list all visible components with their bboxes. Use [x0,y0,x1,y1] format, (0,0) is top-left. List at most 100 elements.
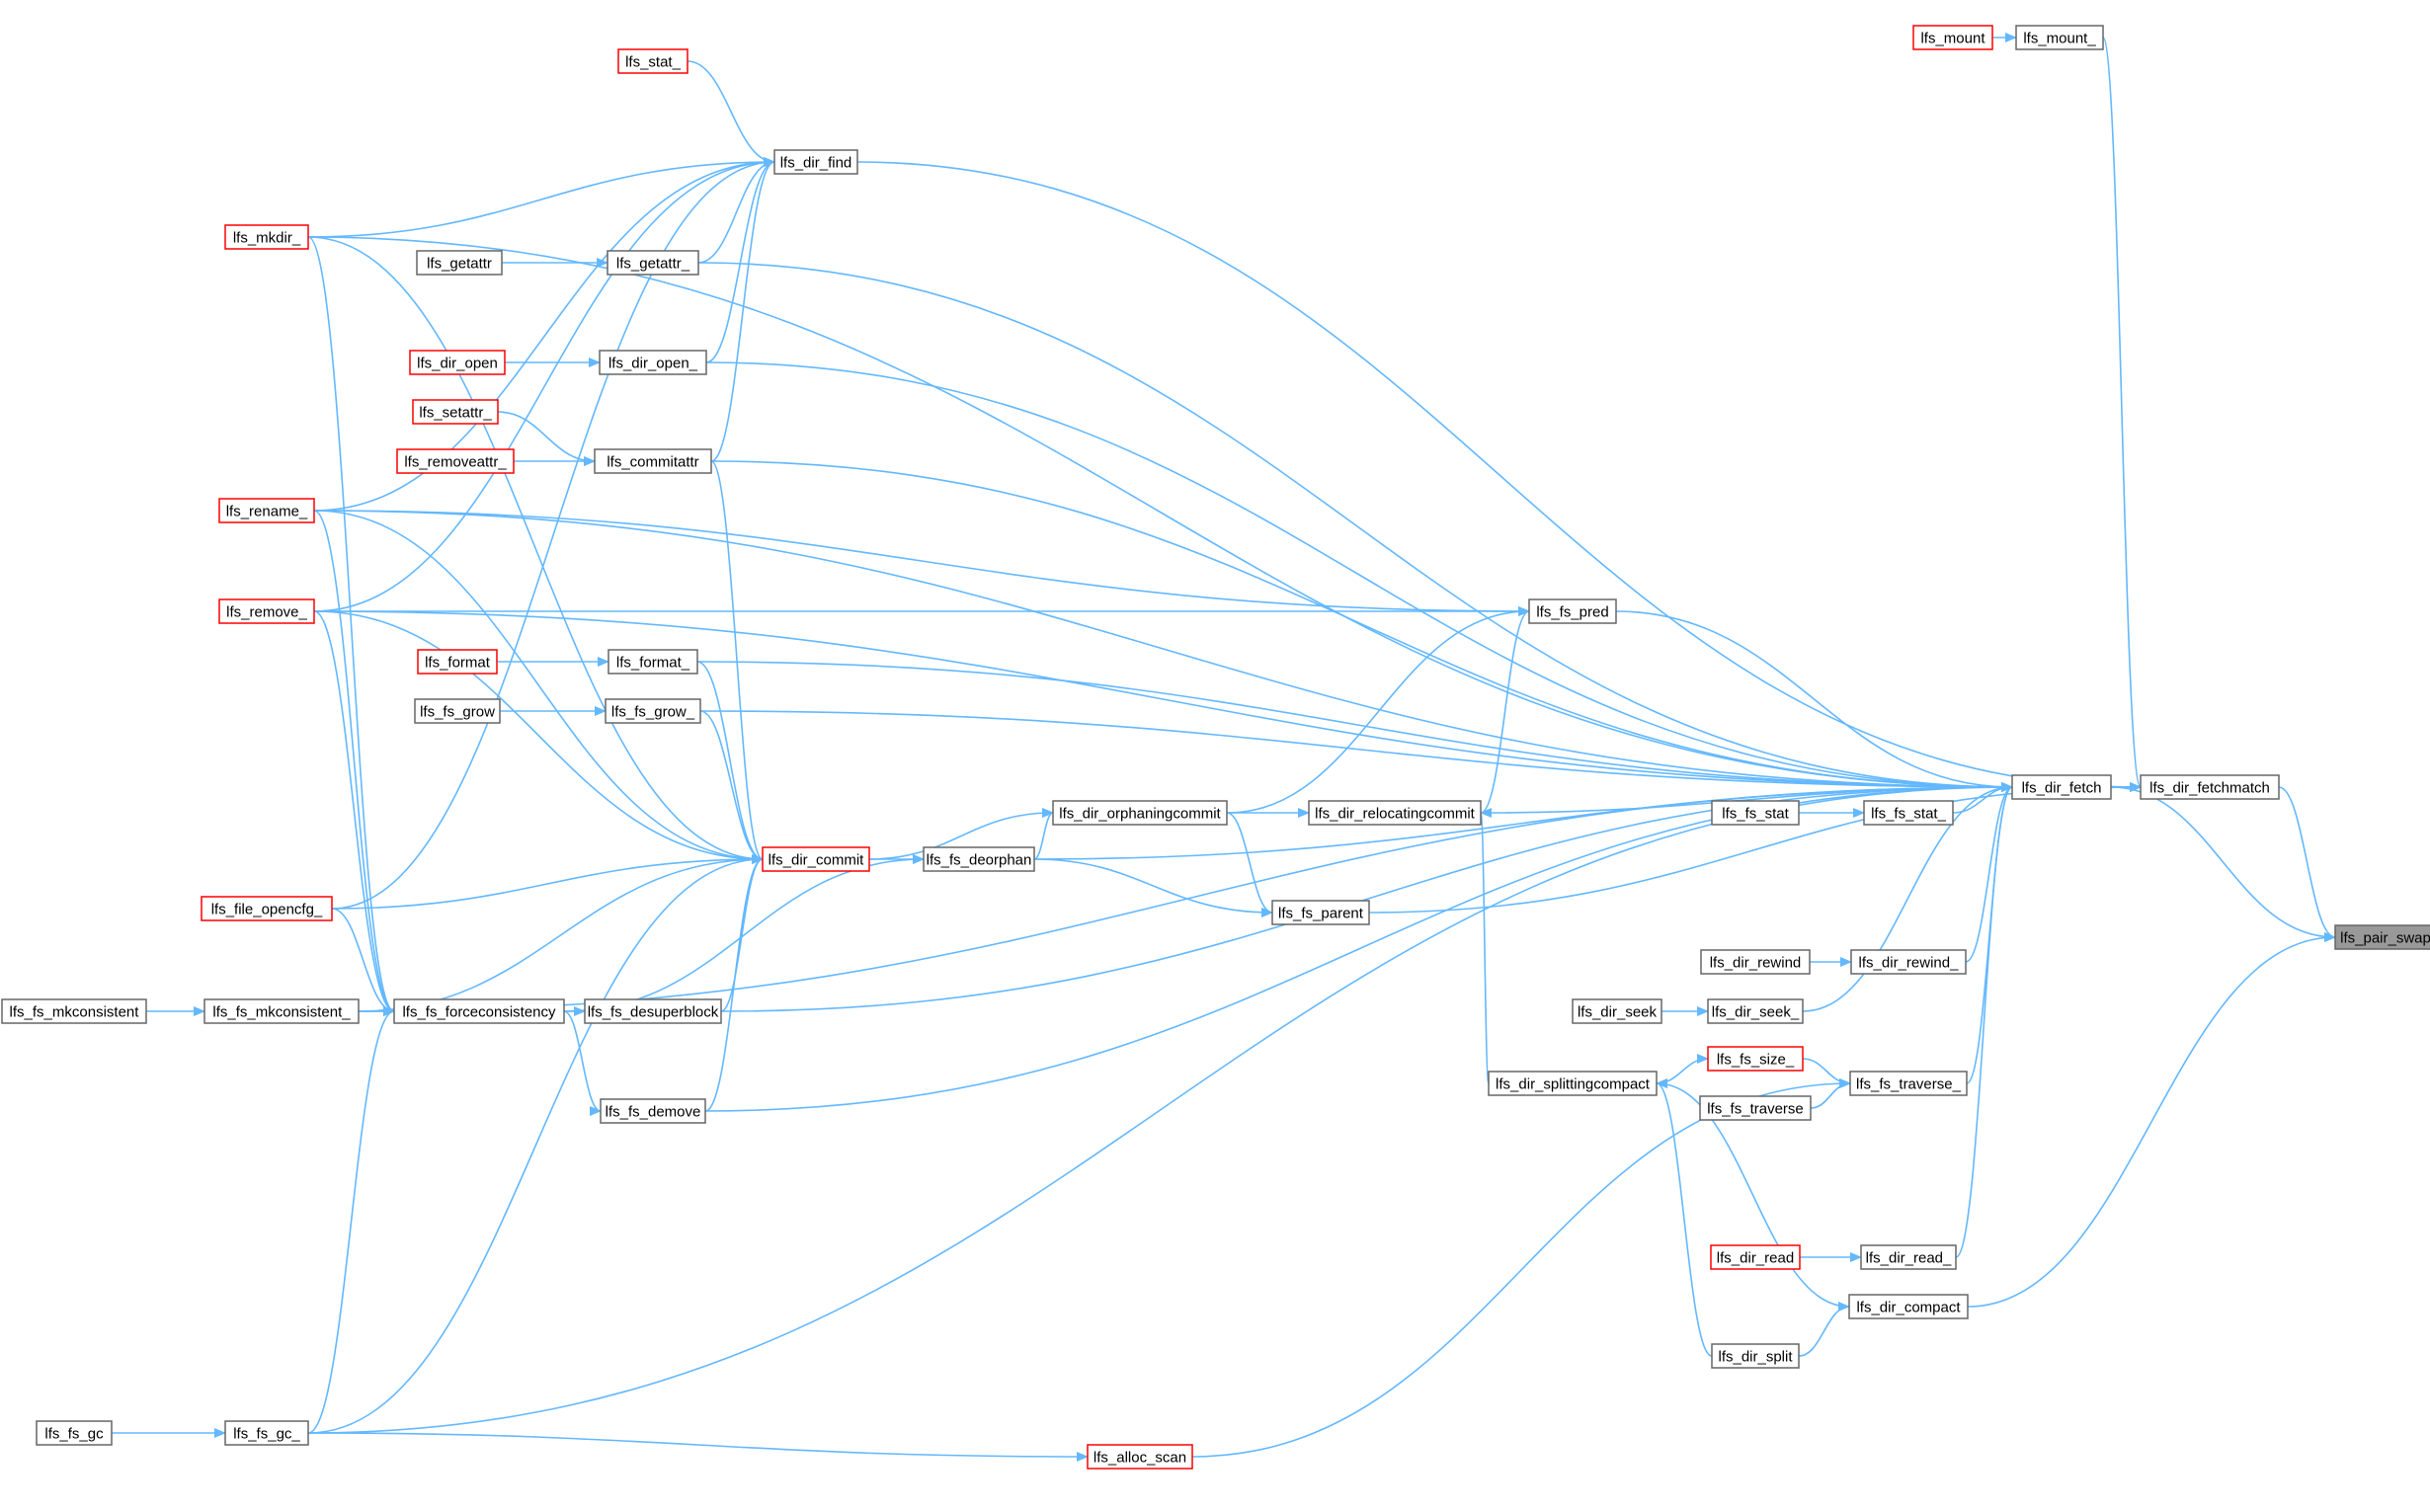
node-lfs-mount-[interactable]: lfs_mount_ [2015,25,2104,50]
node-label: lfs_fs_grow_ [611,704,695,721]
node-label: lfs_remove_ [226,604,307,621]
node-lfs-dir-find[interactable]: lfs_dir_find [773,149,858,175]
node-box [416,250,503,276]
node-lfs-mount[interactable]: lfs_mount [1912,25,1993,50]
node-lfs-commitattr[interactable]: lfs_commitattr [594,448,712,474]
node-lfs-dir-split[interactable]: lfs_dir_split [1711,1343,1800,1369]
edge-lfs_fs_gc_-to-lfs_fs_forceconsistency [307,1006,395,1434]
node-lfs-dir-open-[interactable]: lfs_dir_open_ [599,350,707,375]
node-label: lfs_fs_parent [1278,906,1364,922]
node-lfs-fs-demove[interactable]: lfs_fs_demove [600,1098,706,1124]
node-lfs-dir-relocatingcommit[interactable]: lfs_dir_relocatingcommit [1308,800,1482,826]
node-lfs-pair-swap[interactable]: lfs_pair_swap [2334,924,2430,950]
node-lfs-fs-size-[interactable]: lfs_fs_size_ [1707,1046,1804,1072]
node-lfs-fs-pred[interactable]: lfs_fs_pred [1528,598,1617,624]
node-lfs-fs-deorphan[interactable]: lfs_fs_deorphan [923,846,1035,872]
edge-lfs_mkdir_-to-lfs_dir_commit [307,236,764,864]
node-label: lfs_dir_orphaningcommit [1059,806,1221,823]
node-lfs-fs-stat-[interactable]: lfs_fs_stat_ [1863,800,1954,826]
edge-lfs_rename_-to-lfs_dir_find [313,157,775,512]
node-label: lfs_mount_ [2023,31,2096,47]
node-label: lfs_file_opencfg_ [211,902,323,918]
node-box [594,448,712,474]
node-label: lfs_fs_pred [1536,604,1608,621]
node-lfs-dir-splittingcompact[interactable]: lfs_dir_splittingcompact [1488,1071,1658,1096]
node-lfs-fs-traverse-[interactable]: lfs_fs_traverse_ [1849,1071,1968,1096]
edge-lfs_dir_find-to-lfs_dir_fetchmatch [856,161,2142,792]
node-lfs-stat-[interactable]: lfs_stat_ [617,48,688,74]
node-label: lfs_setattr_ [419,405,492,422]
node-label: lfs_pair_swap [2340,930,2430,947]
node-label: lfs_stat_ [625,54,682,71]
node-label: lfs_fs_mkconsistent_ [212,1004,351,1021]
node-lfs-dir-fetch[interactable]: lfs_dir_fetch [2011,774,2112,800]
node-label: lfs_dir_read [1717,1250,1794,1267]
node-lfs-fs-desuperblock[interactable]: lfs_fs_desuperblock [584,998,722,1024]
node-lfs-dir-read[interactable]: lfs_dir_read [1710,1244,1801,1270]
edge-lfs_fs_traverse-to-lfs_fs_traverse_ [1810,1078,1851,1109]
node-lfs-dir-commit[interactable]: lfs_dir_commit [762,846,870,872]
edge-lfs_fs_pred-to-lfs_dir_fetch [1615,610,2013,792]
node-lfs-removeattr-[interactable]: lfs_removeattr_ [396,448,515,474]
edge-lfs_dir_read_-to-lfs_dir_fetch [1955,782,2013,1258]
edge-lfs_dir_fetchmatch-to-lfs_pair_swap [2278,786,2336,942]
node-lfs-fs-mkconsistent-[interactable]: lfs_fs_mkconsistent_ [203,998,360,1024]
node-lfs-fs-grow[interactable]: lfs_fs_grow [414,698,501,724]
node-box [762,846,870,872]
node-lfs-format-[interactable]: lfs_format_ [608,649,698,675]
edge-lfs_getattr_-to-lfs_dir_find [697,157,775,264]
edge-lfs_remove_-to-lfs_dir_fetch [313,610,2013,792]
node-lfs-getattr-[interactable]: lfs_getattr_ [607,250,699,276]
node-lfs-dir-fetchmatch[interactable]: lfs_dir_fetchmatch [2140,774,2280,800]
node-box [218,498,315,523]
node-lfs-dir-rewind-[interactable]: lfs_dir_rewind_ [1850,949,1967,975]
node-lfs-fs-traverse[interactable]: lfs_fs_traverse [1699,1095,1812,1121]
node-lfs-mkdir-[interactable]: lfs_mkdir_ [224,224,309,250]
node-lfs-alloc-scan[interactable]: lfs_alloc_scan [1087,1444,1193,1470]
node-box [584,998,722,1024]
node-box [1308,800,1482,826]
node-lfs-dir-seek[interactable]: lfs_dir_seek [1572,998,1662,1024]
node-lfs-fs-gc[interactable]: lfs_fs_gc [36,1420,113,1446]
node-lfs-remove-[interactable]: lfs_remove_ [218,598,315,624]
node-label: lfs_fs_deorphan [927,852,1032,869]
node-lfs-fs-mkconsistent[interactable]: lfs_fs_mkconsistent [1,998,147,1024]
node-lfs-fs-grow-[interactable]: lfs_fs_grow_ [605,698,701,724]
edge-lfs_fs_gc_-to-lfs_alloc_scan [307,1432,1089,1462]
node-label: lfs_dir_fetchmatch [2149,780,2270,797]
node-lfs-rename-[interactable]: lfs_rename_ [218,498,315,523]
edge-lfs_format_-to-lfs_dir_commit [696,661,764,864]
node-lfs-fs-gc-[interactable]: lfs_fs_gc_ [224,1420,309,1446]
node-lfs-fs-parent[interactable]: lfs_fs_parent [1271,900,1370,925]
node-lfs-dir-read-[interactable]: lfs_dir_read_ [1860,1244,1957,1270]
node-label: lfs_fs_stat_ [1871,806,1947,823]
node-box [417,649,498,675]
edge-lfs_alloc_scan-to-lfs_fs_traverse_ [1191,1078,1851,1458]
node-box [617,48,688,74]
node-box [201,896,333,921]
node-lfs-dir-rewind[interactable]: lfs_dir_rewind [1700,949,1811,975]
edge-lfs_remove_-to-lfs_dir_find [313,157,775,612]
node-lfs-dir-seek-[interactable]: lfs_dir_seek_ [1707,998,1804,1024]
node-label: lfs_getattr_ [616,256,690,273]
node-label: lfs_dir_split [1718,1349,1793,1366]
node-lfs-file-opencfg-[interactable]: lfs_file_opencfg_ [201,896,333,921]
edge-lfs_rename_-to-lfs_fs_pred [313,510,1530,616]
node-box [36,1420,113,1446]
node-box [1849,1071,1968,1096]
node-lfs-dir-compact[interactable]: lfs_dir_compact [1848,1294,1969,1319]
edge-lfs_dir_split-to-lfs_dir_compact [1798,1302,1850,1357]
node-lfs-dir-orphaningcommit[interactable]: lfs_dir_orphaningcommit [1052,800,1228,826]
node-lfs-getattr[interactable]: lfs_getattr [416,250,503,276]
node-label: lfs_fs_demove [606,1104,701,1121]
node-label: lfs_fs_stat [1722,806,1789,823]
node-box [607,250,699,276]
node-lfs-fs-stat[interactable]: lfs_fs_stat [1711,800,1800,826]
node-lfs-setattr-[interactable]: lfs_setattr_ [412,399,499,425]
node-lfs-format[interactable]: lfs_format [417,649,498,675]
edge-lfs_dir_rewind_-to-lfs_dir_fetch [1965,782,2013,963]
node-lfs-dir-open[interactable]: lfs_dir_open [409,350,506,375]
node-box [605,698,701,724]
node-box [1528,598,1617,624]
node-lfs-fs-forceconsistency[interactable]: lfs_fs_forceconsistency [393,998,565,1024]
